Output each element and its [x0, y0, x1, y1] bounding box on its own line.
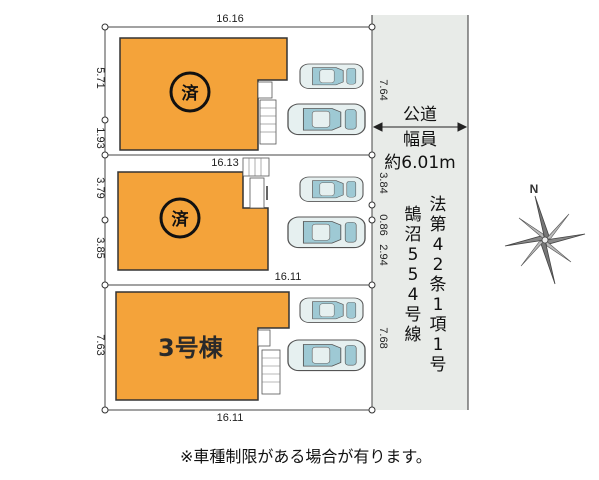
lot2-left-depth-a: 3.79 — [94, 177, 106, 198]
legal-col1-char: 法 — [430, 195, 447, 215]
car-icon — [299, 176, 364, 203]
legal-col1-char: 1 — [433, 295, 444, 315]
lot3-bottom-width: 16.11 — [217, 412, 244, 424]
lot2-frontage-b: 0.86 — [377, 214, 389, 235]
legal-col2-char: 5 — [408, 245, 419, 265]
compass-rose-icon — [504, 195, 586, 285]
legal-col1-char: 2 — [433, 255, 444, 275]
lot1-sold-stamp: 済 — [169, 71, 211, 113]
legal-col1-char: 4 — [433, 235, 444, 255]
lot3-frontage: 7.68 — [377, 327, 389, 348]
lot2-bottom-width: 16.11 — [275, 271, 302, 283]
public-road — [372, 15, 468, 410]
road-label-width-value: 約6.01m — [384, 153, 455, 173]
boundary-markers — [101, 23, 376, 414]
compass-north-label: N — [530, 182, 539, 196]
lot1-frontage: 7.64 — [377, 79, 389, 100]
lot3-building — [115, 291, 290, 401]
lot1-left-depth-a: 5.71 — [94, 67, 106, 88]
legal-col2-char: 4 — [408, 285, 419, 305]
svg-text:済: 済 — [172, 209, 190, 230]
car-icon — [287, 103, 366, 136]
legal-col2-char: 沼 — [405, 225, 422, 245]
lot1-left-depth-b: 1.93 — [94, 127, 106, 148]
legal-col2-char: 号 — [405, 305, 422, 325]
road-width-arrow — [372, 122, 468, 132]
lot3-left-depth: 7.63 — [94, 334, 106, 355]
lot1-top-width: 16.16 — [216, 13, 244, 25]
legal-col1-char: 1 — [433, 335, 444, 355]
legal-col2-char: 鵠 — [405, 205, 422, 225]
lot3-label: 3号棟 — [158, 334, 224, 362]
legal-col1-char: 項 — [430, 315, 447, 335]
svg-text:済: 済 — [182, 83, 200, 104]
legal-col2-char: 線 — [405, 325, 422, 345]
legal-col1-char: 第 — [430, 215, 447, 235]
legal-col2-char: 5 — [408, 265, 419, 285]
vehicle-restriction-note: ※車種制限がある場合が有ります。 — [180, 447, 432, 466]
car-icon — [299, 297, 364, 324]
lot2-left-depth-b: 3.85 — [94, 237, 106, 258]
lot2-top-width: 16.13 — [211, 157, 239, 169]
car-icon — [287, 216, 366, 249]
lot2-frontage-a: 3.84 — [377, 172, 389, 193]
road-label-public: 公道 — [403, 105, 437, 125]
car-icon — [287, 339, 366, 372]
legal-col1-char: 号 — [430, 355, 447, 375]
lot2-frontage-c: 2.94 — [377, 244, 389, 265]
legal-col1-char: 条 — [430, 275, 447, 295]
lot2-sold-stamp: 済 — [159, 197, 201, 239]
road-label-width: 幅員 — [403, 130, 437, 150]
car-icon — [299, 63, 364, 90]
